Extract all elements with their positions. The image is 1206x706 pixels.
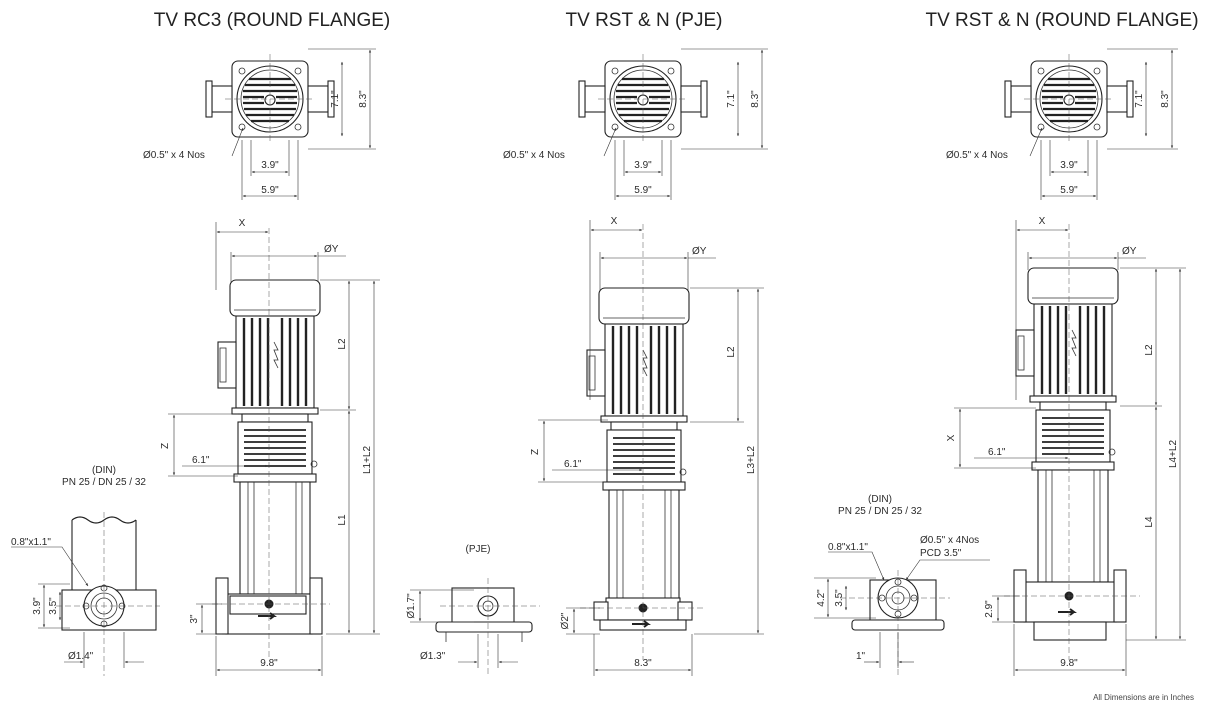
flange-h-outer: 4.2" <box>816 589 827 607</box>
flange-detail-pje: (PJE) Ø1.7" Ø1.3" <box>406 544 540 676</box>
dim-dia-y: ØY <box>1122 246 1137 257</box>
top-view-inner-height: 7.1" <box>726 90 737 108</box>
top-view-inner-width: 3.9" <box>1060 160 1078 171</box>
footnote: All Dimensions are in Inches <box>1093 693 1194 702</box>
dim-l2: L2 <box>337 338 348 350</box>
side-view-tv-rc3: X ØY L2 L1 L1+L2 Z 6.1" 3" 9.8" <box>160 218 380 676</box>
dim-flange-offset: 6.1" <box>192 455 210 466</box>
dim-base-height: 2.9" <box>984 600 995 618</box>
flange-diameter: Ø1.3" <box>420 651 446 662</box>
top-view-inner-width: 3.9" <box>634 160 652 171</box>
flange-h-inner: 3.5" <box>48 597 59 615</box>
flange-detail-din-3: (DIN) PN 25 / DN 25 / 32 0.8"x1.1" Ø0.5"… <box>814 494 990 676</box>
flange-h-inner: 3.5" <box>834 589 845 607</box>
dim-flange-offset: 6.1" <box>988 447 1006 458</box>
dim-z: X <box>946 434 957 441</box>
flange-detail-din-1: (DIN) PN 25 / DN 25 / 32 0.8"x1.1" 3.9" … <box>11 465 160 676</box>
dim-base-height: 3" <box>189 614 200 624</box>
top-view-tv-rst-pje: 8.3" 7.1" 3.9" 5.9" Ø0.5" x 4 Nos <box>503 48 768 200</box>
top-view-outer-width: 5.9" <box>1060 185 1078 196</box>
flange-bolts: Ø0.5" x 4Nos <box>920 535 979 546</box>
dim-base-width: 9.8" <box>260 658 278 669</box>
flange-slot: 0.8"x1.1" <box>11 537 51 548</box>
dim-dia-y: ØY <box>692 246 707 257</box>
flange-rating: PN 25 / DN 25 / 32 <box>62 477 146 488</box>
dim-base-height: Ø2" <box>560 612 571 629</box>
top-view-outer-width: 5.9" <box>634 185 652 196</box>
flange-offset: 1" <box>856 651 866 662</box>
flange-rating: PN 25 / DN 25 / 32 <box>838 506 922 517</box>
dim-x: X <box>1039 216 1046 227</box>
flange-h-outer: 3.9" <box>32 597 43 615</box>
top-view-hole-label: Ø0.5" x 4 Nos <box>503 150 565 161</box>
dim-z: Z <box>160 443 171 449</box>
flange-pcd: PCD 3.5" <box>920 548 962 559</box>
top-view-inner-width: 3.9" <box>261 160 279 171</box>
title-tv-rst-pje: TV RST & N (PJE) <box>566 10 723 31</box>
side-view-tv-rst-pje: X ØY L2 L3+L2 Z 6.1" Ø2" 8.3" <box>530 216 764 676</box>
dim-l2: L2 <box>1144 344 1155 356</box>
dim-total: L1+L2 <box>362 446 373 475</box>
top-view-inner-height: 7.1" <box>330 90 341 108</box>
dim-x: X <box>239 218 246 229</box>
top-view-outer-width: 5.9" <box>261 185 279 196</box>
flange-standard: (PJE) <box>466 544 491 555</box>
flange-slot: 0.8"x1.1" <box>828 542 868 553</box>
dim-lower: L4 <box>1144 516 1155 528</box>
flange-diameter: Ø1.4" <box>68 651 94 662</box>
dim-total: L3+L2 <box>746 446 757 475</box>
top-view-hole-label: Ø0.5" x 4 Nos <box>143 150 205 161</box>
dim-total: L4+L2 <box>1168 440 1179 469</box>
side-view-tv-rst-round: X ØY L2 L4 L4+L2 X 6.1" 2.9" 9.8" <box>946 216 1186 676</box>
top-view-tv-rc3: 8.3" 7.1" 3.9" 5.9" Ø0.5" x 4 Nos <box>143 48 376 200</box>
dim-dia-y: ØY <box>324 244 339 255</box>
dim-x: X <box>611 216 618 227</box>
dim-base-width: 8.3" <box>634 658 652 669</box>
top-view-inner-height: 7.1" <box>1134 90 1145 108</box>
dim-z: Z <box>530 449 541 455</box>
title-tv-rc3: TV RC3 (ROUND FLANGE) <box>154 10 390 31</box>
top-view-outer-height: 8.3" <box>1160 90 1171 108</box>
title-tv-rst-round: TV RST & N (ROUND FLANGE) <box>925 10 1198 31</box>
dim-lower: L1 <box>337 514 348 526</box>
dim-l2: L2 <box>726 346 737 358</box>
dim-flange-offset: 6.1" <box>564 459 582 470</box>
flange-dia-outer: Ø1.7" <box>406 593 417 619</box>
top-view-hole-label: Ø0.5" x 4 Nos <box>946 150 1008 161</box>
top-view-tv-rst-round: 8.3" 7.1" 3.9" 5.9" Ø0.5" x 4 Nos <box>946 48 1178 200</box>
top-view-outer-height: 8.3" <box>750 90 761 108</box>
dim-base-width: 9.8" <box>1060 658 1078 669</box>
flange-standard: (DIN) <box>92 465 116 476</box>
top-view-outer-height: 8.3" <box>358 90 369 108</box>
flange-standard: (DIN) <box>868 494 892 505</box>
